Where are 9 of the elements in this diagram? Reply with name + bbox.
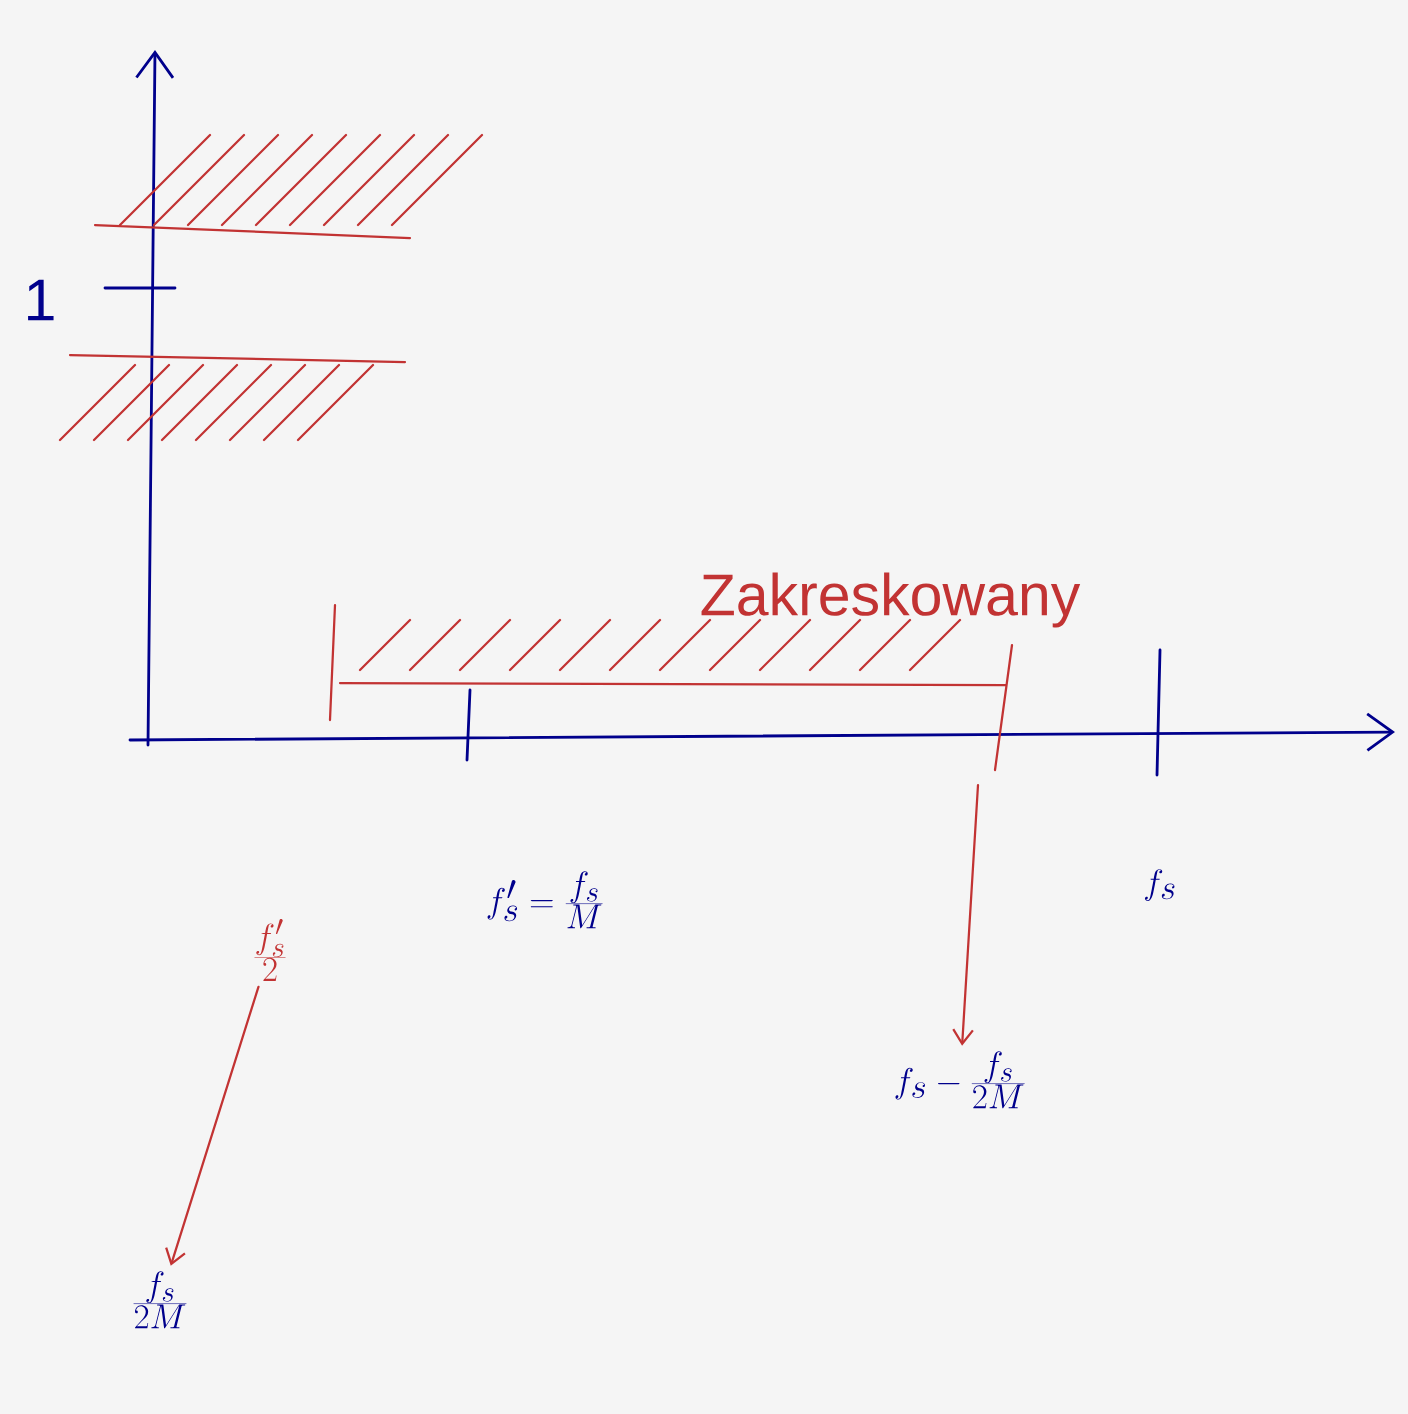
axis-label: $f_s$ [1144, 869, 1175, 901]
formula-label: $\frac{f_s'}{2}$ [254, 919, 286, 981]
formula-label: $\frac{f_s}{2M}$ [133, 1271, 187, 1329]
tick-label: 1 [28, 279, 54, 321]
formula-label: $f_s-\frac{f_s}{2M}$ [895, 1051, 1025, 1109]
band-label: Zakreskowany [701, 572, 1081, 628]
axis-label: $f_s' = \frac{f_s}{M}$ [487, 871, 603, 929]
arrow [952, 783, 980, 1046]
arrow [165, 985, 260, 1266]
